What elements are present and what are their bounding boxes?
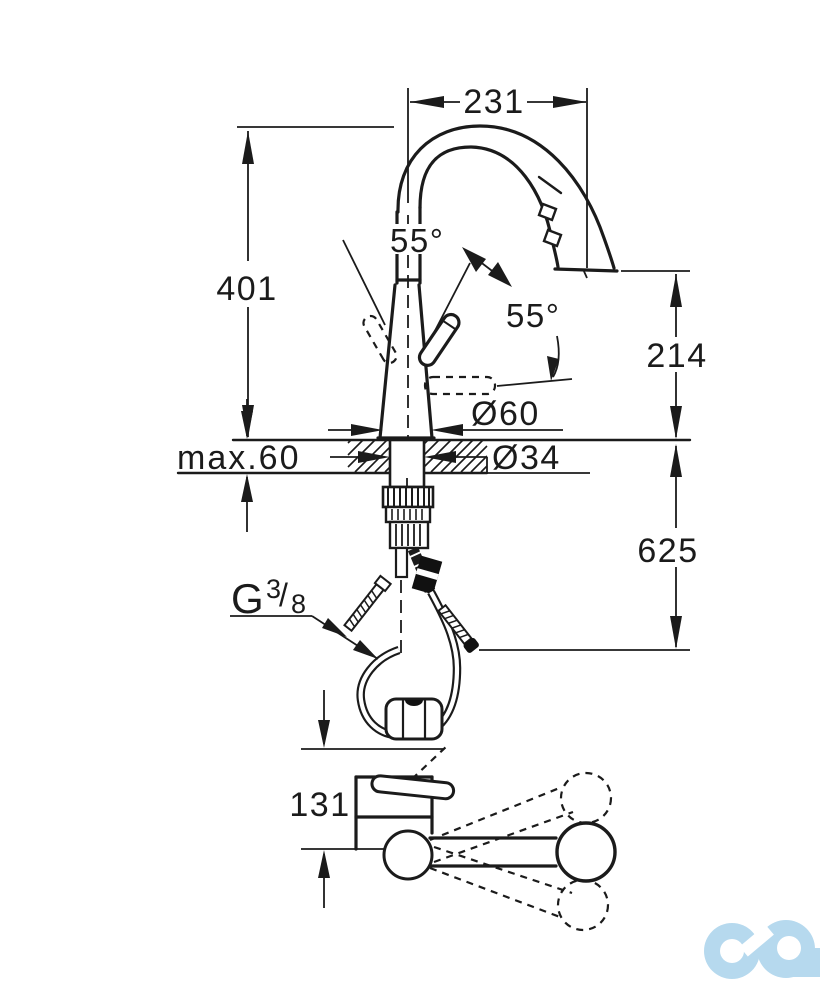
thread-denominator: 8 <box>291 589 306 619</box>
dim-counter-thickness-label: max.60 <box>177 439 301 477</box>
spray-clip <box>542 228 563 248</box>
thread-size-label: G 3 / 8 <box>231 574 306 622</box>
dim-plan-reach-label: 131 <box>289 786 350 824</box>
spray-button <box>537 202 558 222</box>
thread-slash: / <box>279 577 288 613</box>
angle-lever-label: 55° <box>506 297 560 334</box>
lever-solid <box>417 312 461 367</box>
pullout-hose-guide <box>394 478 409 656</box>
dim-height-label: 401 <box>216 270 277 308</box>
spray-head-joint-line <box>537 175 563 195</box>
plan-lever <box>370 774 456 801</box>
thread-leader <box>230 615 379 660</box>
spray-head-swivel-down <box>556 878 610 932</box>
plan-spray-head <box>555 821 617 883</box>
spray-head-swivel-up <box>559 771 613 825</box>
fixing-stud-right <box>437 603 479 653</box>
hose-connector <box>411 555 443 595</box>
dimension-lines <box>176 88 692 651</box>
lever-dashed-down <box>423 375 497 396</box>
dia-shank-label: Ø34 <box>492 439 561 477</box>
dim-outlet-height-label: 214 <box>646 337 707 375</box>
plan-swivel-base <box>382 829 434 881</box>
lever-dashed-left <box>362 314 398 365</box>
dim-reach-label: 231 <box>463 83 524 121</box>
plan-view <box>354 743 617 932</box>
dim-hose-length-label: 625 <box>637 532 698 570</box>
mounting-nut <box>381 485 435 550</box>
angle-spout-label: 55° <box>390 222 444 259</box>
watermark-logo <box>704 920 820 979</box>
countertop-hatching <box>347 439 488 473</box>
thread-letter: G <box>231 575 264 622</box>
dia-base-label: Ø60 <box>471 395 540 433</box>
fixing-stud-left <box>343 574 393 633</box>
hose-weight <box>384 697 444 741</box>
spout-outline <box>395 124 619 285</box>
plan-spout-tube <box>428 836 558 868</box>
thread-numerator: 3 <box>266 574 281 604</box>
label-backgrounds <box>216 86 709 819</box>
